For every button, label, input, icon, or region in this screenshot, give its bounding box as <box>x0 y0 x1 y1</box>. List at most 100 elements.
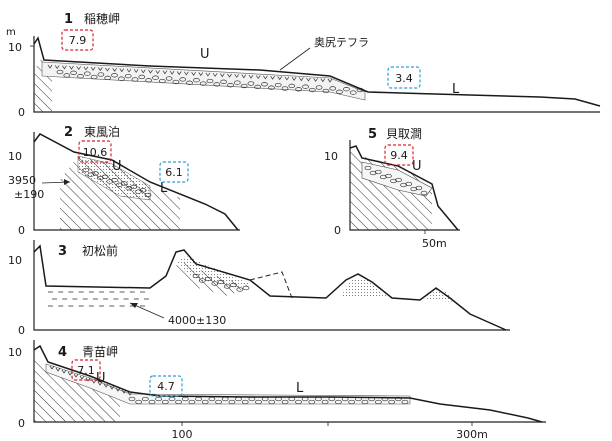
gravel-pebble <box>335 399 342 405</box>
gravel-pebble <box>161 399 169 405</box>
gravel-pebble <box>92 171 99 176</box>
tephra-mark <box>141 69 146 74</box>
tephra-mark <box>85 377 91 382</box>
gravel-pebble <box>144 192 152 198</box>
tephra-mark <box>313 78 318 82</box>
tephra-mark <box>263 75 268 80</box>
gravel-pebble <box>388 399 396 405</box>
tephra-mark <box>220 73 225 78</box>
gravel-pebble <box>295 399 302 405</box>
profile-2-date-error: ±190 <box>14 188 44 201</box>
tephra-mark <box>62 65 67 70</box>
tephra-mark <box>198 72 204 77</box>
tephra-mark <box>97 381 103 386</box>
tephra-mark <box>54 65 60 70</box>
gravel-pebble <box>165 76 173 81</box>
gravel-pebble <box>242 285 250 291</box>
gravel-pebble <box>405 181 413 187</box>
tephra-mark <box>248 74 254 79</box>
tephra-mark <box>103 383 109 388</box>
tephra-mark <box>284 76 290 81</box>
profile-3-surface-line <box>33 244 507 331</box>
tephra-mark <box>212 73 218 77</box>
profile-4-ytick-10: 10 <box>8 346 22 359</box>
gravel-pebble <box>295 87 302 92</box>
gravel-pebble <box>369 170 377 176</box>
gravel-pebble <box>274 82 282 88</box>
tephra-mark <box>73 373 79 378</box>
gravel-pebble <box>168 396 176 402</box>
profile-5-gravel <box>364 165 428 196</box>
profile-4-ytick-0: 0 <box>18 417 25 430</box>
tephra-mark <box>234 74 239 78</box>
tephra-mark <box>91 379 97 384</box>
tephra-mark <box>148 69 153 74</box>
tephra-mark <box>291 77 297 81</box>
gravel-pebble <box>302 84 309 89</box>
profile-2-upper-value-box <box>78 140 112 163</box>
profile-4-upper-label: U <box>96 371 106 386</box>
gravel-pebble <box>374 169 382 175</box>
y-axis-unit: m <box>6 27 16 38</box>
profile-4-number: 4 <box>58 345 67 360</box>
profile-3-axes <box>33 240 510 331</box>
profile-1-upper-label: U <box>200 47 210 62</box>
profile-2: 2 東風泊 10 0 U L 3950 ±190 10.6 6.1 <box>8 125 240 237</box>
gravel-pebble <box>322 88 330 94</box>
gravel-pebble <box>329 86 337 91</box>
gravel-pebble <box>343 87 350 92</box>
profile-1-terrace-deposit <box>41 61 366 101</box>
profile-2-lower-value-box <box>159 161 189 183</box>
gravel-pebble <box>255 399 262 405</box>
gravel-pebble <box>186 80 193 85</box>
tephra-mark <box>76 66 81 71</box>
profile-5-upper-value: 9.4 <box>390 149 408 162</box>
tephra-mark <box>277 76 282 81</box>
profile-1-ytick-10: 10 <box>8 41 22 54</box>
gravel-pebble <box>206 78 214 84</box>
profile-1-surface-line <box>33 36 601 107</box>
profile-4-xtick-label-300m: 300m <box>456 428 488 441</box>
gravel-pebble <box>213 82 221 87</box>
gravel-pebble <box>348 399 356 405</box>
profile-3-number: 3 <box>58 244 67 259</box>
gravel-pebble <box>188 399 196 405</box>
profile-5-name: 貝取澗 <box>386 127 422 141</box>
tephra-mark <box>109 385 115 390</box>
gravel-pebble <box>82 167 90 173</box>
profile-4-name: 青苗岬 <box>82 345 118 359</box>
gravel-pebble <box>104 75 112 81</box>
tephra-mark <box>270 75 275 80</box>
tephra-mark <box>184 71 189 76</box>
gravel-pebble <box>315 85 323 90</box>
profile-4-lower-value-box <box>149 375 183 397</box>
gravel-pebble <box>375 399 382 405</box>
gravel-pebble <box>83 71 91 76</box>
profile-2-upper-label: U <box>112 159 122 174</box>
gravel-pebble <box>385 173 392 179</box>
tephra-mark <box>61 369 67 374</box>
tephra-mark <box>227 73 232 78</box>
tephra-mark <box>155 70 160 75</box>
profile-4-upper-value: 7.1 <box>77 364 95 377</box>
gravel-pebble <box>120 181 128 186</box>
gravel-pebble <box>138 74 146 80</box>
gravel-pebble <box>223 284 231 289</box>
gravel-pebble <box>193 78 200 83</box>
gravel-pebble <box>148 399 156 405</box>
profile-4-lower-label: L <box>296 381 304 396</box>
gravel-pebble <box>227 83 234 88</box>
gravel-pebble <box>152 75 159 80</box>
gravel-pebble <box>410 186 418 192</box>
gravel-pebble <box>361 399 369 405</box>
profile-3-dune-sand <box>176 256 250 288</box>
gravel-pebble <box>77 74 84 79</box>
gravel-pebble <box>63 73 71 78</box>
tephra-mark <box>320 78 326 83</box>
profile-4-gravel <box>49 365 409 405</box>
profile-2-gravel <box>82 167 152 198</box>
tephra-mark <box>306 77 311 82</box>
profile-2-date-value: 3950 <box>8 174 36 187</box>
profile-1-upper-value-box <box>61 29 94 51</box>
profile-5: 5 貝取澗 10 0 U 50m 9.4 <box>324 127 460 250</box>
